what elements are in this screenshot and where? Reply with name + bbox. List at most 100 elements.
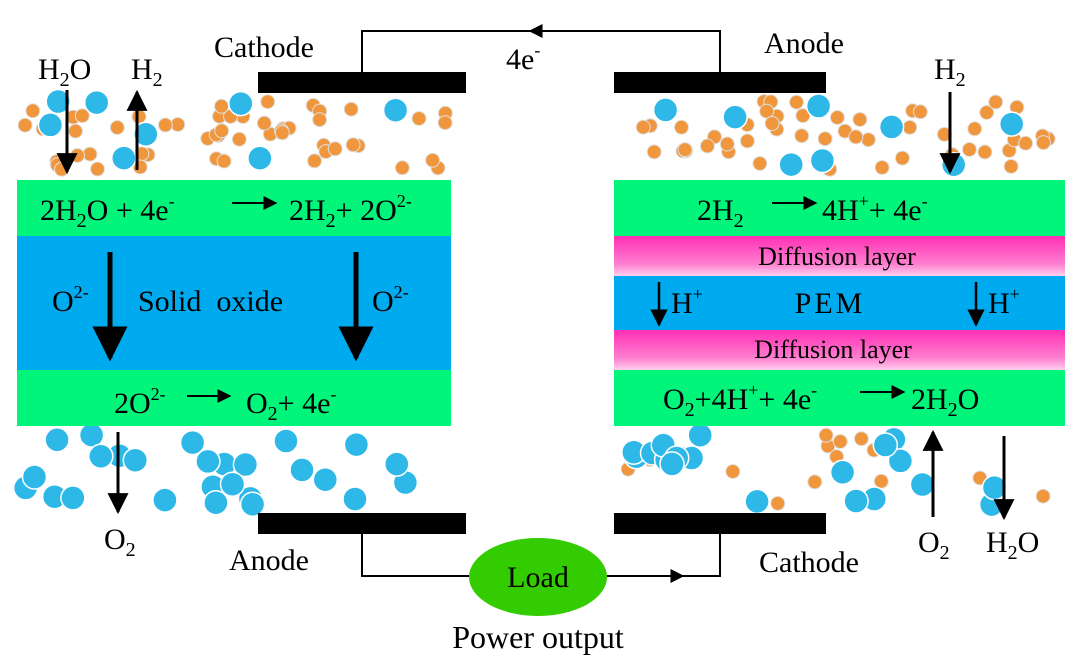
soec-h2-out-label: H2 bbox=[131, 53, 163, 91]
pem-bottom-catalyst-layer bbox=[614, 370, 1065, 426]
soec-top-electrolyte-layer bbox=[17, 180, 451, 236]
pem-o2-in-label: O2 bbox=[918, 526, 950, 564]
electrons-top-label: 4e- bbox=[506, 40, 540, 76]
soec-top-small-particle bbox=[231, 131, 247, 147]
soec-bottom-large-particle bbox=[384, 451, 410, 477]
load-ellipse bbox=[469, 538, 607, 616]
soec-bottom-large-particle bbox=[78, 422, 105, 448]
pem-top-large-particle bbox=[809, 147, 836, 174]
soec-top-small-particle bbox=[411, 111, 427, 126]
soec-top-small-particle bbox=[343, 101, 359, 117]
pem-top-large-particle bbox=[878, 114, 905, 140]
pem-top-small-particle bbox=[860, 132, 876, 148]
soec-bottom-large-particle bbox=[203, 489, 229, 516]
pem-h2o-out-label: H2O bbox=[986, 526, 1039, 564]
pem-diffusion-bottom-label: Diffusion layer bbox=[754, 335, 912, 364]
soec-cathode-label: Cathode bbox=[214, 31, 314, 64]
soec-bottom-large-particle bbox=[342, 486, 368, 512]
soec-top-small-particle bbox=[109, 120, 125, 135]
pem-top-small-particle bbox=[752, 156, 768, 171]
pem-top-small-particle bbox=[794, 128, 810, 144]
pem-top-small-particle bbox=[674, 119, 689, 135]
pem-top-small-particle bbox=[1003, 158, 1019, 174]
pem-bottom-small-particle bbox=[1035, 488, 1051, 504]
soec-top-large-particle bbox=[133, 121, 159, 147]
pem-diffusion-layer-bottom bbox=[614, 330, 1065, 370]
pem-top-small-particle bbox=[764, 116, 780, 131]
soec-top-small-particle bbox=[17, 117, 33, 133]
pem-top-large-particle bbox=[778, 151, 804, 178]
soec-top-small-particle bbox=[214, 98, 229, 114]
pem-top-small-particle bbox=[759, 103, 775, 119]
soec-ion-label-left: O2- bbox=[52, 282, 89, 318]
soec-o2-out-label: O2 bbox=[104, 523, 136, 561]
pem-top-small-particle bbox=[699, 138, 715, 154]
pem-top-large-particle bbox=[998, 111, 1025, 137]
pem-top-small-particle bbox=[677, 142, 693, 158]
soec-bottom-reaction-product: O2+ 4e- bbox=[246, 384, 336, 425]
soec-bottom-large-particle bbox=[273, 428, 299, 454]
pem-bottom-large-particle bbox=[872, 432, 899, 458]
soec-top-small-particle bbox=[69, 148, 85, 163]
soec-top-large-particle bbox=[83, 89, 110, 116]
pem-bottom-small-particle bbox=[873, 473, 889, 489]
pem-h2-in-label: H2 bbox=[934, 53, 966, 91]
pem-top-large-particle bbox=[805, 93, 832, 119]
pem-top-small-particle bbox=[967, 121, 983, 137]
soec-top-small-particle bbox=[25, 103, 41, 119]
pem-bottom-small-particle bbox=[832, 434, 848, 449]
pem-bottom-small-particle bbox=[725, 464, 741, 479]
pem-top-small-particle bbox=[1035, 135, 1051, 151]
pem-bottom-large-particle bbox=[829, 459, 856, 486]
soec-bottom-large-particle bbox=[152, 487, 178, 513]
soec-top-small-particle bbox=[437, 115, 453, 131]
pem-diffusion-top-label: Diffusion layer bbox=[758, 242, 916, 271]
pem-ion-label-right: H+ bbox=[988, 284, 1020, 320]
pem-top-small-particle bbox=[719, 136, 735, 152]
pem-top-large-particle bbox=[652, 97, 679, 123]
soec-top-small-particle bbox=[425, 152, 441, 168]
soec-electrolyte-label: Solid oxide bbox=[138, 285, 283, 318]
pem-top-small-particle bbox=[739, 133, 755, 149]
soec-h2o-in-label: H2O bbox=[38, 53, 91, 91]
pem-anode-electrode bbox=[614, 72, 826, 93]
soec-bottom-large-particle bbox=[179, 429, 206, 456]
pem-top-small-particle bbox=[979, 105, 995, 120]
pem-top-large-particle bbox=[722, 104, 748, 130]
pem-bottom-small-particle bbox=[818, 427, 834, 443]
power-output-label: Power output bbox=[452, 619, 624, 655]
pem-bottom-reaction-reactant: O2+4H++ 4e- bbox=[663, 380, 817, 421]
pem-top-small-particle bbox=[635, 119, 651, 135]
pem-top-small-particle bbox=[977, 144, 993, 160]
soec-anode-label: Anode bbox=[229, 544, 309, 577]
soec-top-large-particle bbox=[45, 88, 71, 115]
soec-bottom-large-particle bbox=[195, 448, 221, 475]
soec-top-large-particle bbox=[247, 145, 273, 171]
soec-top-small-particle bbox=[312, 112, 328, 128]
soec-top-small-particle bbox=[345, 137, 361, 153]
pem-top-small-particle bbox=[789, 94, 804, 110]
pem-top-large-particle bbox=[940, 151, 967, 178]
soec-anode-electrode bbox=[258, 513, 466, 534]
soec-bottom-large-particle bbox=[232, 451, 259, 478]
pem-top-small-particle bbox=[912, 104, 928, 120]
pem-top-small-particle bbox=[902, 119, 918, 135]
pem-bottom-reaction-product: 2H2O bbox=[911, 383, 979, 421]
pem-bottom-small-particle bbox=[770, 495, 786, 511]
load-label: Load bbox=[507, 561, 569, 594]
top-wire bbox=[361, 30, 721, 72]
pem-top-small-particle bbox=[848, 129, 864, 145]
pem-top-small-particle bbox=[961, 142, 977, 157]
soec-top-small-particle bbox=[82, 146, 98, 162]
soec-bottom-large-particle bbox=[122, 447, 149, 473]
soec-top-small-particle bbox=[327, 141, 343, 157]
soec-top-small-particle bbox=[170, 117, 186, 132]
pem-bottom-large-particle bbox=[909, 471, 936, 498]
soec-top-large-particle bbox=[228, 90, 254, 117]
soec-bottom-large-particle bbox=[239, 491, 266, 518]
pem-bottom-large-particle bbox=[687, 422, 713, 448]
soec-bottom-large-particle bbox=[88, 443, 114, 470]
pem-diffusion-layer-top bbox=[614, 236, 1065, 276]
soec-bottom-large-particle bbox=[21, 464, 48, 490]
soec-top-small-particle bbox=[74, 108, 90, 124]
